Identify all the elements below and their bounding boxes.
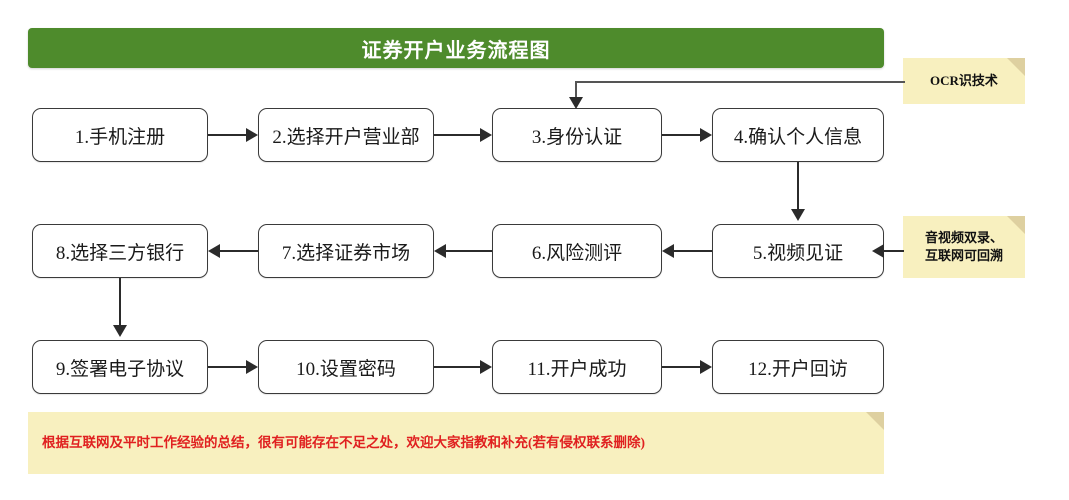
node-11-account-opened[interactable]: 11.开户成功 [492,340,662,394]
node-label: 12.开户回访 [748,358,848,380]
arrowhead-7-to-8 [208,244,220,258]
node-label: 8.选择三方银行 [55,242,185,264]
node-7-select-market[interactable]: 7.选择证券市场 [258,224,434,278]
connector-video-note-to-5 [884,250,904,252]
arrowhead-4-to-5 [791,209,805,221]
arrowhead-3-to-4 [700,128,712,142]
node-label: 1.手机注册 [74,126,166,148]
node-label: 2.选择开户营业部 [272,126,420,148]
connector-5-to-6 [674,250,712,252]
note-fold-corner-icon [1007,216,1025,234]
note-ocr-text: OCR识技术 [930,73,998,89]
node-label: 5.视频见证 [752,242,844,264]
node-label: 4.确认个人信息 [733,126,863,148]
node-label: 11.开户成功 [527,358,627,380]
node-4-confirm-personal-info[interactable]: 4.确认个人信息 [712,108,884,162]
connector-3-to-4 [662,134,700,136]
arrowhead-10-to-11 [480,360,492,374]
node-label: 7.选择证券市场 [281,242,411,264]
note-ocr: OCR识技术 [903,58,1025,104]
note-video-line-1: 音视频双录、 [924,230,1003,246]
note-fold-corner-icon [866,412,884,430]
node-6-risk-assessment[interactable]: 6.风险测评 [492,224,662,278]
arrowhead-9-to-10 [246,360,258,374]
arrowhead-6-to-7 [434,244,446,258]
arrowhead-5-to-6 [662,244,674,258]
connector-7-to-8 [220,250,258,252]
note-footer-disclaimer: 根据互联网及平时工作经验的总结，很有可能存在不足之处，欢迎大家指教和补充(若有侵… [28,412,884,474]
node-9-sign-agreement[interactable]: 9.签署电子协议 [32,340,208,394]
arrowhead-ocr-to-node-3 [569,97,583,109]
node-label: 6.风险测评 [531,242,623,264]
node-8-select-bank[interactable]: 8.选择三方银行 [32,224,208,278]
connector-9-to-10 [208,366,246,368]
connector-2-to-3 [434,134,480,136]
chart-title-text: 证券开户业务流程图 [361,39,551,62]
note-video-text: 音视频双录、 互联网可回溯 [903,229,1025,264]
connector-8-to-9 [119,278,121,330]
node-1-mobile-registration[interactable]: 1.手机注册 [32,108,208,162]
arrowhead-1-to-2 [246,128,258,142]
node-3-identity-verification[interactable]: 3.身份认证 [492,108,662,162]
chart-title-banner: 证券开户业务流程图 [28,28,884,68]
connector-ocr-note-horizontal [575,81,905,83]
node-2-select-branch[interactable]: 2.选择开户营业部 [258,108,434,162]
connector-ocr-note-vertical [575,81,577,101]
note-video-line-2: 互联网可回溯 [924,248,1003,263]
connector-6-to-7 [446,250,492,252]
note-fold-corner-icon [1007,58,1025,76]
node-10-set-password[interactable]: 10.设置密码 [258,340,434,394]
arrowhead-11-to-12 [700,360,712,374]
node-12-followup-visit[interactable]: 12.开户回访 [712,340,884,394]
note-video-recording: 音视频双录、 互联网可回溯 [903,216,1025,278]
connector-11-to-12 [662,366,700,368]
arrowhead-8-to-9 [113,325,127,337]
node-label: 3.身份认证 [531,126,623,148]
node-label: 9.签署电子协议 [55,358,185,380]
arrowhead-2-to-3 [480,128,492,142]
connector-4-to-5 [797,162,799,214]
node-5-video-witness[interactable]: 5.视频见证 [712,224,884,278]
connector-1-to-2 [208,134,246,136]
connector-10-to-11 [434,366,480,368]
note-footer-text: 根据互联网及平时工作经验的总结，很有可能存在不足之处，欢迎大家指教和补充(若有侵… [42,434,645,450]
arrowhead-video-note-to-5 [872,244,884,258]
node-label: 10.设置密码 [296,358,396,380]
